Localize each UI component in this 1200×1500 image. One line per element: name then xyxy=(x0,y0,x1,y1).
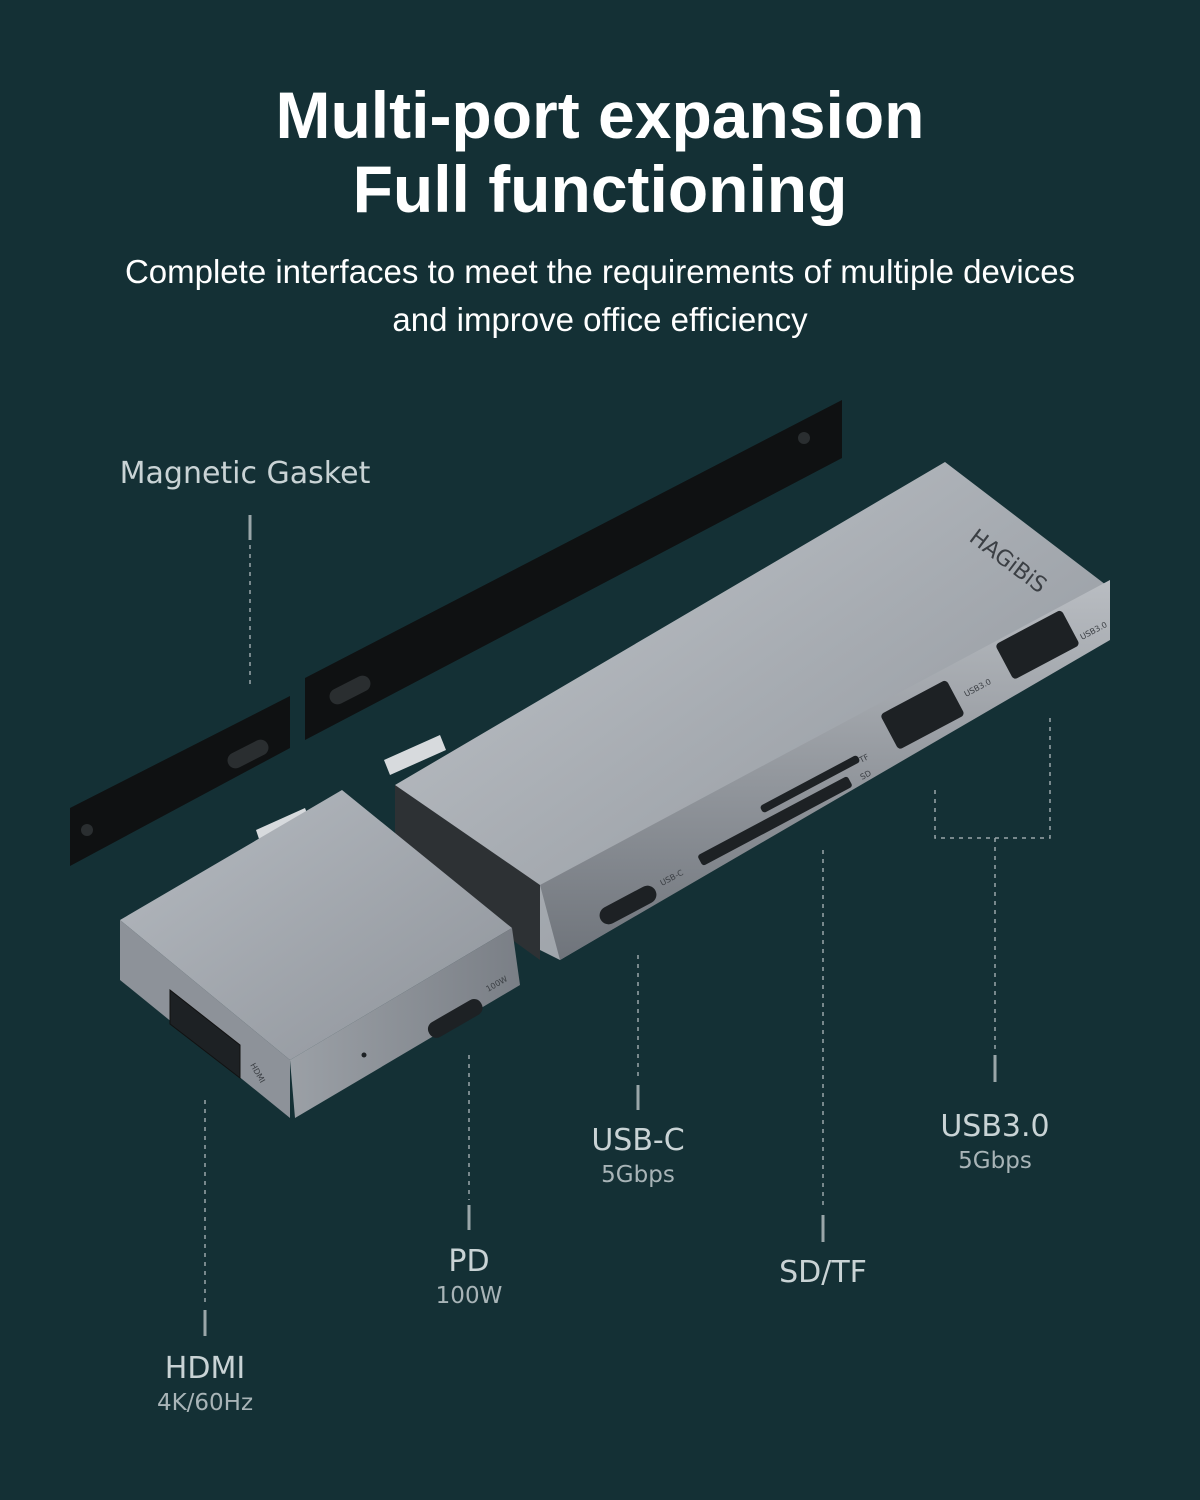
led-indicator xyxy=(361,1052,367,1058)
callout-spec: 5Gbps xyxy=(958,1148,1032,1174)
subheadline: Complete interfaces to meet the requirem… xyxy=(0,248,1200,344)
callout-spec: 100W xyxy=(435,1283,503,1309)
callout-name: USB-C xyxy=(591,1123,685,1158)
hub-top-surface xyxy=(395,462,1110,960)
hdmi-port xyxy=(169,988,241,1080)
callout-name: Magnetic Gasket xyxy=(119,456,371,491)
usb-c-plug xyxy=(384,735,446,775)
gasket-screw xyxy=(81,824,93,836)
leader-usb3-bracket xyxy=(934,718,1051,839)
magnetic-gasket xyxy=(70,400,842,866)
hub-hdmi-module: 100W HDMI xyxy=(120,790,520,1118)
gasket-slot xyxy=(329,675,371,705)
headline-line-1: Multi-port expansion xyxy=(275,78,925,152)
callout-leaders xyxy=(203,515,1051,1336)
callout-spec: 4K/60Hz xyxy=(156,1390,254,1416)
hub-port-side xyxy=(540,580,1110,960)
gasket-strip-short xyxy=(70,696,290,866)
tf-card-slot xyxy=(760,755,860,813)
gasket-strip-long xyxy=(305,400,842,740)
sd-card-slot xyxy=(698,776,852,866)
usb-c-port xyxy=(599,885,657,925)
callout-name: SD/TF xyxy=(779,1255,867,1290)
subheadline-line-1: Complete interfaces to meet the requirem… xyxy=(124,253,1076,290)
callout-pd: PD 100W xyxy=(369,1243,569,1311)
module-front-face xyxy=(290,928,520,1118)
module-top-surface xyxy=(120,790,512,1060)
callout-name: PD xyxy=(448,1244,490,1279)
gasket-screw xyxy=(798,432,810,444)
hub-open-end xyxy=(395,785,540,960)
usb3-port xyxy=(881,680,964,749)
callout-name: HDMI xyxy=(164,1351,246,1386)
callout-hdmi: HDMI 4K/60Hz xyxy=(105,1350,305,1418)
gasket-slot xyxy=(227,739,269,769)
pd-port xyxy=(427,999,483,1038)
subheadline-line-2: and improve office efficiency xyxy=(392,301,808,338)
callout-name: USB3.0 xyxy=(940,1109,1050,1144)
callout-spec: 5Gbps xyxy=(601,1162,675,1188)
callout-usb3: USB3.0 5Gbps xyxy=(895,1108,1095,1176)
hub-main-body: HAGiBiS USB3.0 USB3.0 TF SD USB-C xyxy=(395,462,1110,960)
callout-sd-tf: SD/TF xyxy=(723,1254,923,1292)
callout-usb-c: USB-C 5Gbps xyxy=(538,1122,738,1190)
headline-line-2: Full functioning xyxy=(352,152,848,226)
usb3-port xyxy=(996,610,1079,679)
callout-magnetic-gasket: Magnetic Gasket xyxy=(90,455,400,493)
headline: Multi-port expansion Full functioning xyxy=(0,78,1200,226)
